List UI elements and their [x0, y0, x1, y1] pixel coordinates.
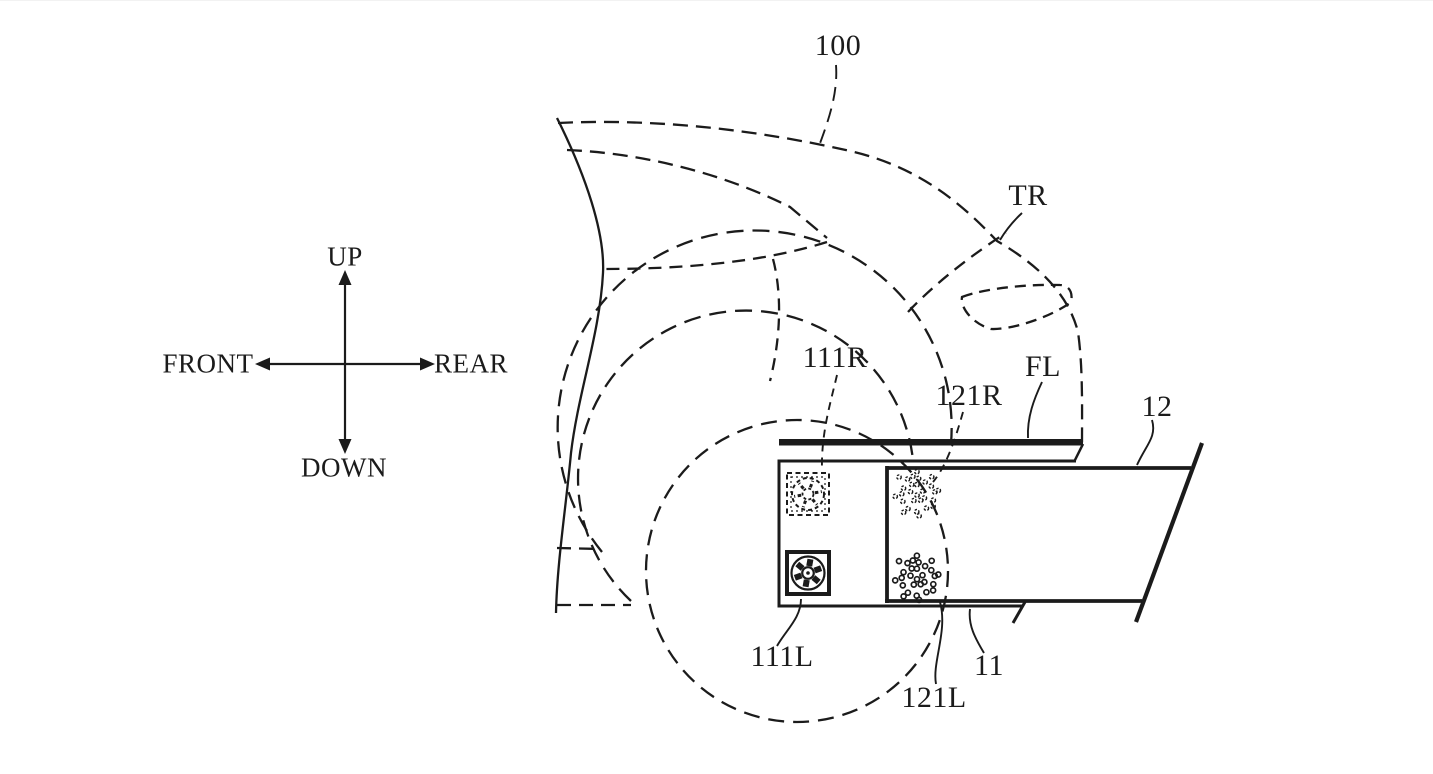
wheel-arch-inner: [576, 309, 915, 602]
compass-down-label: DOWN: [301, 452, 387, 483]
fan-111R-icon: [786, 472, 830, 516]
label-TR: TR: [1008, 179, 1048, 212]
fan-111R-texture: [790, 476, 826, 512]
beam-12: [885, 442, 1204, 623]
bracket-11: [777, 459, 1076, 624]
roofline-and-rear-edge: [557, 120, 1084, 444]
rear-arrow-icon: [420, 357, 435, 371]
leader-TR: [999, 212, 1023, 241]
leader-111L: [776, 598, 802, 647]
outlet-121L-speckles: [891, 552, 942, 604]
door-window-bottom: [602, 240, 828, 271]
leader-11: [968, 608, 985, 654]
fan-111L-frame: [785, 550, 831, 596]
fan-111L-hub-center: [806, 571, 810, 575]
car-body-outline: [554, 117, 1084, 614]
beam-right-slant-edge: [1134, 442, 1204, 623]
door-rear-edge: [768, 258, 781, 382]
tire-circle: [644, 418, 950, 724]
leader-111R: [821, 374, 838, 471]
down-arrow-icon: [338, 439, 352, 454]
label-100: 100: [814, 29, 862, 62]
leader-121R: [932, 411, 964, 483]
compass-rear-label: REAR: [433, 348, 509, 379]
fan-111L-shroud: [790, 555, 826, 591]
wheel-arch-outer: [556, 229, 953, 553]
label-111L: 111L: [750, 640, 814, 673]
fan-111R-frame: [786, 472, 830, 516]
body-front-edge: [554, 117, 605, 614]
compass-front-label: FRONT: [162, 348, 254, 379]
wheel-arch: [556, 229, 953, 724]
fan-111L-icon: [785, 550, 831, 596]
fan-111R-shroud: [791, 477, 825, 511]
front-arrow-icon: [255, 357, 270, 371]
leader-100: [818, 64, 838, 147]
quarter-pillar-line: [907, 232, 1007, 313]
compass-rose: [255, 270, 435, 454]
leader-121L: [934, 601, 944, 685]
compass-up-label: UP: [327, 241, 363, 272]
door-window-top: [566, 148, 828, 239]
leader-12: [1136, 419, 1155, 466]
floor-bar-end-tick: [1072, 443, 1085, 463]
fan-111R-hub: [801, 487, 815, 501]
label-121R: 121R: [935, 379, 1003, 412]
label-12: 12: [1141, 390, 1173, 423]
leader-FL: [1027, 381, 1043, 439]
floor-line-bar: [779, 439, 1085, 463]
bracket-end-tick: [1011, 601, 1027, 624]
label-111R: 111R: [802, 341, 868, 374]
leader-lines: [776, 64, 1155, 685]
label-11: 11: [974, 649, 1004, 682]
label-121L: 121L: [901, 681, 967, 714]
floor-bar: [779, 439, 1083, 446]
quarter-window: [960, 283, 1073, 331]
up-arrow-icon: [338, 270, 352, 285]
label-FL: FL: [1024, 350, 1062, 383]
outlet-121R-speckles: [892, 468, 942, 519]
bracket-outline: [777, 459, 1076, 608]
